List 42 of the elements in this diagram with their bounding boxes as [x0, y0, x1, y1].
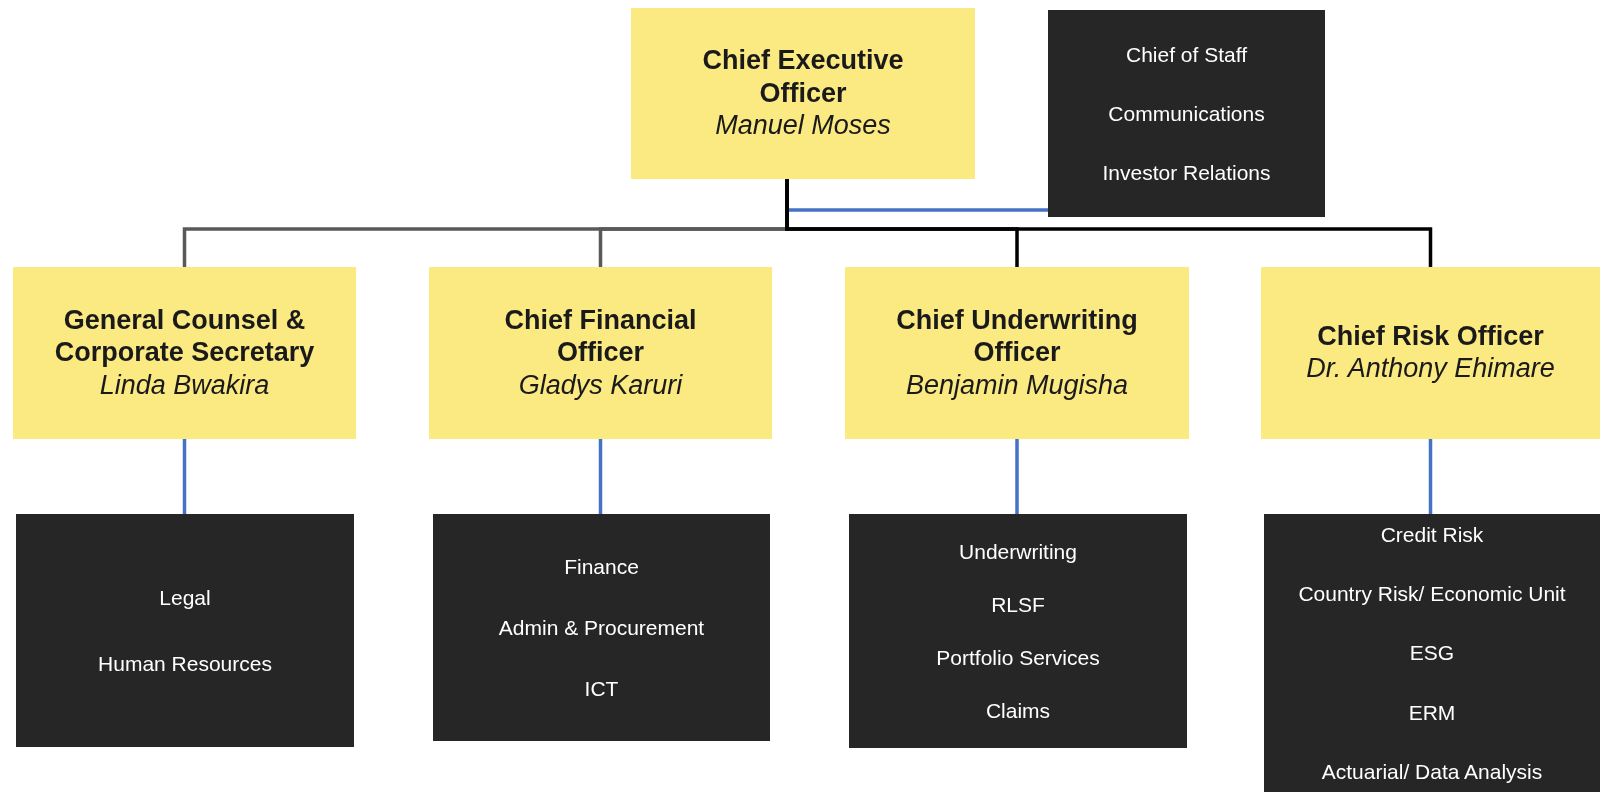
unit-name: ERM [1408, 699, 1456, 725]
person-name: Gladys Karuri [518, 368, 683, 402]
executive-box [845, 267, 1189, 439]
unit-name: Investor Relations [1102, 160, 1271, 186]
department-box [433, 514, 770, 741]
role-title: General Counsel & Corporate Secretary [53, 303, 316, 369]
unit-name: Finance [564, 553, 639, 579]
connector-line [598, 439, 603, 514]
unit-name: Country Risk/ Economic Unit [1298, 581, 1566, 607]
connector-line [785, 179, 1433, 267]
department-box [16, 514, 354, 747]
unit-name: Credit Risk [1380, 522, 1484, 548]
role-title: Chief Financial Officer [503, 303, 698, 369]
person-name: Linda Bwakira [99, 368, 270, 402]
unit-name: Chief of Staff [1126, 41, 1247, 67]
role-title: Chief Underwriting Officer [895, 303, 1139, 369]
role-title: Chief Executive Officer [701, 44, 905, 109]
unit-name: Portfolio Services [936, 645, 1100, 671]
unit-name: RLSF [991, 591, 1045, 617]
unit-name: Actuarial/ Data Analysis [1321, 758, 1543, 784]
role-title: Chief Risk Officer [1317, 319, 1544, 353]
connector-line [182, 439, 187, 514]
unit-name: ESG [1409, 640, 1455, 666]
person-name: Benjamin Mugisha [905, 368, 1129, 402]
unit-name: Underwriting [959, 538, 1077, 564]
connector-line [1428, 439, 1433, 514]
executive-box [429, 267, 772, 439]
unit-name: Admin & Procurement [498, 614, 705, 641]
unit-name: Human Resources [98, 650, 272, 676]
connector-line [1015, 439, 1019, 514]
department-box [1048, 10, 1325, 217]
unit-name: Legal [159, 585, 211, 611]
unit-name: Claims [985, 698, 1051, 724]
executive-box [13, 267, 356, 439]
department-box [1264, 514, 1600, 792]
department-box [849, 514, 1187, 748]
person-name: Dr. Anthony Ehimare [1306, 352, 1555, 386]
executive-box [1261, 267, 1600, 439]
unit-name: ICT [584, 676, 619, 702]
executive-box [631, 8, 975, 179]
person-name: Manuel Moses [715, 109, 891, 142]
unit-name: Communications [1108, 100, 1265, 127]
